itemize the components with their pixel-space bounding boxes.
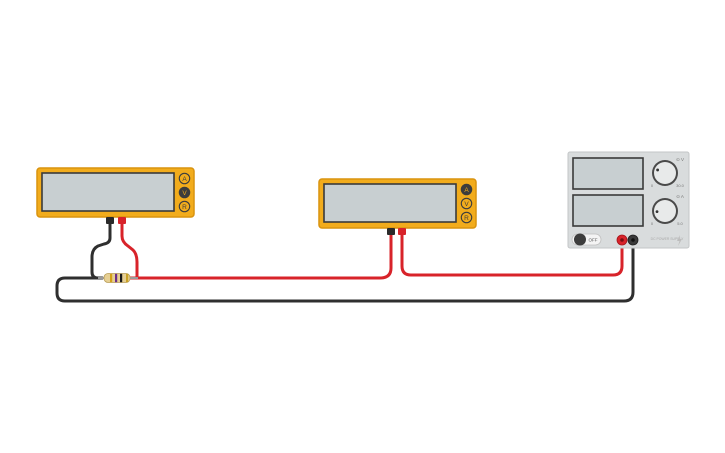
mode-button-r[interactable]: R [178,200,191,213]
wire-red-resistor-to-meter2[interactable] [128,232,393,280]
power-switch[interactable]: OFF [571,233,602,246]
mode-button-a[interactable]: A [460,183,473,196]
mode-button-label: V [464,201,469,208]
mode-button-v[interactable]: V [178,186,191,199]
resistor-band [110,273,113,283]
current-display [572,194,644,227]
mode-button-label: A [182,176,187,183]
terminal-com[interactable] [387,228,395,235]
dc-power-supply[interactable]: ⊙ V 0 30.0 ⊙ A 0 5.0 OFF [567,151,690,249]
terminal-negative[interactable] [627,234,639,246]
voltage-knob-min: 0 [651,183,654,188]
terminal-v[interactable] [118,217,126,224]
mode-button-v[interactable]: V [460,197,473,210]
terminal-a[interactable] [398,228,406,235]
wire-red-meter1-v[interactable] [120,222,139,280]
voltage-display [572,157,644,190]
wire-red-meter2-to-psu[interactable] [400,232,624,277]
voltage-knob[interactable]: ⊙ V 0 30.0 [651,157,685,188]
current-knob-label: ⊙ A [676,194,684,199]
terminal-com[interactable] [106,217,114,224]
current-knob[interactable]: ⊙ A 0 5.0 [651,194,684,226]
multimeter-ammeter[interactable]: AVR [318,178,477,235]
mode-button-a[interactable]: A [178,172,191,185]
terminal-positive[interactable] [616,234,628,246]
lcd-display [323,183,457,223]
brand-label: DC POWER SUPPLY [651,237,684,241]
resistor[interactable] [98,273,138,283]
current-knob-min: 0 [651,221,654,226]
voltage-knob-max: 30.0 [676,183,685,188]
wire-black-return[interactable] [55,242,635,303]
resistor-band [120,273,123,283]
current-knob-max: 5.0 [677,221,683,226]
mode-button-label: A [464,187,469,194]
lcd-display [41,172,175,212]
resistor-band [126,273,129,283]
lightning-icon [677,235,682,246]
voltage-knob-label: ⊙ V [676,157,684,162]
resistor-band [115,273,118,283]
mode-button-label: V [182,190,187,197]
power-switch-label: OFF [589,238,598,243]
mode-button-r[interactable]: R [460,211,473,224]
mode-button-label: R [464,215,469,222]
multimeter-voltmeter[interactable]: AVR [36,167,195,224]
mode-button-label: R [182,204,187,211]
wire-black-meter1-com[interactable] [90,222,112,280]
